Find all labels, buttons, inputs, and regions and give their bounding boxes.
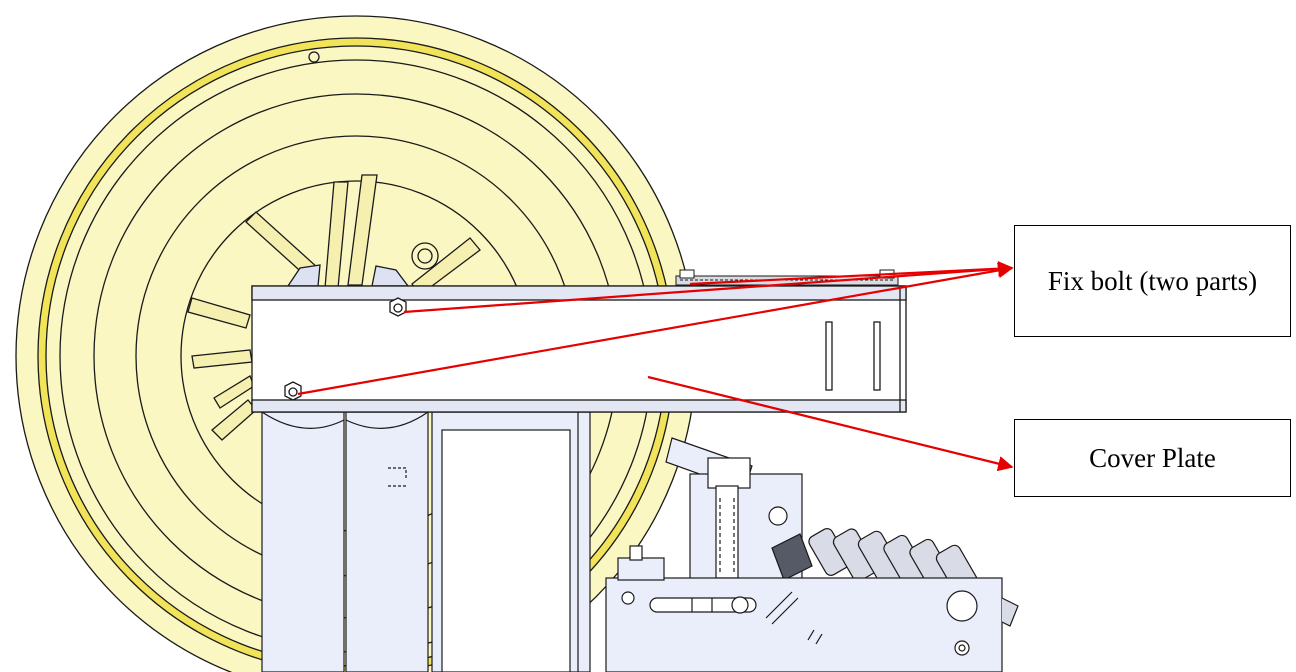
cover-plate — [251, 264, 907, 413]
callout-cover-plate: Cover Plate — [1014, 419, 1291, 497]
frame-leg-left — [261, 411, 345, 672]
brake-base-hole-small — [954, 640, 970, 656]
arrow-fix-bolt-upper — [403, 261, 1014, 314]
fix-bolt-lower — [284, 381, 302, 401]
wheel-pin-inner — [417, 248, 433, 264]
top-nut-left — [679, 269, 695, 279]
callout-fix-bolt: Fix bolt (two parts) — [1014, 225, 1291, 337]
leader-arrows — [297, 260, 1014, 472]
callout-cover-plate-text: Cover Plate — [1089, 442, 1216, 473]
arrow-fix-bolt-lower — [297, 262, 1014, 396]
brake-slot — [649, 597, 757, 613]
frame-leg-center — [345, 411, 429, 672]
fix-bolt-upper — [389, 297, 407, 317]
wheel-top-hole — [308, 51, 320, 63]
arrow-cover-plate — [647, 375, 1014, 472]
brake-base-plate — [605, 577, 1003, 672]
cover-plate-bottom-edge — [251, 399, 907, 413]
cover-plate-slot-2 — [873, 321, 881, 391]
callout-fix-bolt-text: Fix bolt (two parts) — [1047, 265, 1258, 296]
brake-mechanism — [605, 437, 1019, 672]
wheel-pin-outer — [411, 242, 439, 270]
arrow-fix-bolt-top-strip — [689, 260, 1014, 286]
cover-plate-top-edge — [251, 285, 907, 301]
frame-legs — [261, 411, 591, 672]
brake-base-hole-large — [946, 590, 978, 622]
cover-plate-slot-1 — [825, 321, 833, 391]
brake-bracket-hole — [768, 506, 788, 526]
